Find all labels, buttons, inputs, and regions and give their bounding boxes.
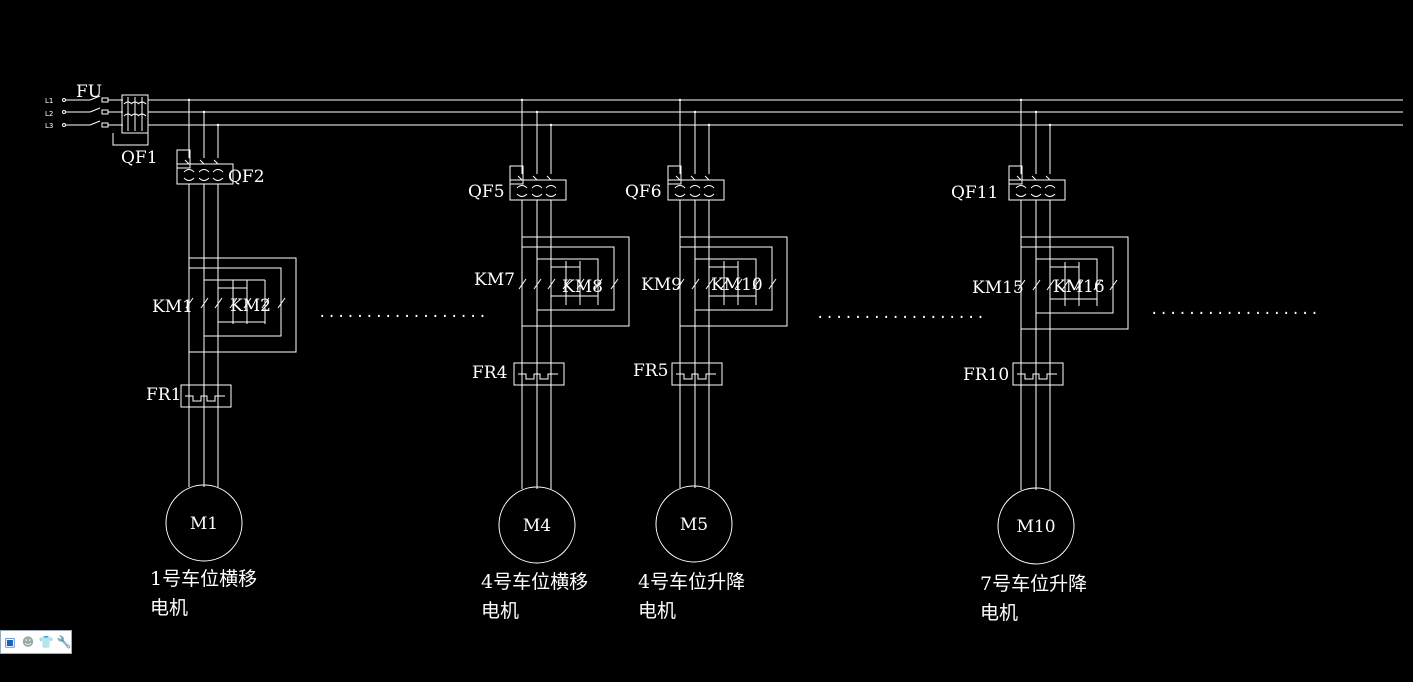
continuation-dots: .................. bbox=[1150, 302, 1320, 318]
motor-caption-line1: 7号车位升降 bbox=[980, 573, 1087, 595]
fuse-group bbox=[62, 95, 123, 128]
contactor-fwd-label: KM7 bbox=[474, 270, 515, 290]
wrench-icon[interactable]: 🔧 bbox=[56, 635, 72, 649]
branch-breaker bbox=[509, 165, 567, 201]
branch-thermal-relay bbox=[180, 384, 232, 408]
branch-contactors bbox=[676, 236, 788, 327]
breaker-label: QF11 bbox=[951, 183, 998, 203]
contactor-fwd-label: KM9 bbox=[641, 275, 682, 295]
contactor-rev-label: KM10 bbox=[711, 275, 763, 295]
breaker-label: QF6 bbox=[625, 182, 662, 202]
branch-3 bbox=[655, 98, 788, 563]
branch-breaker bbox=[667, 165, 725, 201]
contactor-rev-label: KM8 bbox=[562, 277, 603, 297]
branch-thermal-relay bbox=[513, 362, 565, 386]
contactor-rev-label: KM16 bbox=[1053, 277, 1105, 297]
phase-label-l3: L3 bbox=[45, 122, 53, 130]
continuation-dots: .................. bbox=[318, 305, 488, 321]
motor-symbol bbox=[655, 485, 733, 563]
motor-label: M5 bbox=[680, 515, 708, 535]
contactor-rev-label: KM2 bbox=[230, 296, 271, 316]
branch-4 bbox=[997, 98, 1129, 565]
thermal-relay-label: FR1 bbox=[146, 385, 181, 405]
motor-caption-line1: 4号车位横移 bbox=[481, 571, 588, 593]
motor-caption-line2: 电机 bbox=[638, 600, 676, 622]
fuse-label: FU bbox=[76, 82, 102, 102]
breaker-label: QF5 bbox=[468, 182, 505, 202]
motor-symbol bbox=[498, 486, 576, 564]
window-icon[interactable]: ▣ bbox=[4, 635, 16, 649]
thermal-relay-label: FR4 bbox=[472, 363, 507, 383]
motor-caption-line1: 4号车位升降 bbox=[638, 571, 745, 593]
motor-label: M4 bbox=[523, 516, 551, 536]
phase-label-l2: L2 bbox=[45, 110, 53, 118]
user-icon[interactable]: ☻ bbox=[21, 635, 35, 649]
motor-caption-line1: 1号车位横移 bbox=[150, 568, 257, 590]
branch-2 bbox=[498, 98, 630, 564]
thermal-relay-label: FR10 bbox=[963, 365, 1009, 385]
contactor-fwd-label: KM1 bbox=[152, 297, 193, 317]
main-breaker bbox=[112, 94, 149, 146]
breaker-label: QF2 bbox=[228, 167, 265, 187]
branch-breaker bbox=[176, 149, 234, 185]
motor-symbol bbox=[165, 484, 243, 562]
branch-contactors bbox=[518, 236, 630, 327]
branch-contactors bbox=[185, 257, 297, 353]
motor-symbol bbox=[997, 487, 1075, 565]
contactor-fwd-label: KM15 bbox=[972, 278, 1024, 298]
main-breaker-label: QF1 bbox=[121, 148, 158, 168]
motor-label: M10 bbox=[1016, 517, 1055, 537]
branch-breaker bbox=[1008, 165, 1066, 201]
branch-thermal-relay bbox=[1012, 362, 1064, 386]
shirt-icon[interactable]: 👕 bbox=[38, 635, 54, 649]
continuation-dots: .................. bbox=[816, 306, 986, 322]
phase-label-l1: L1 bbox=[45, 97, 53, 105]
motor-caption-line2: 电机 bbox=[481, 600, 519, 622]
branch-1 bbox=[165, 98, 297, 562]
branch-thermal-relay bbox=[671, 362, 723, 386]
floating-toolbar: ▣ ☻ 👕 🔧 bbox=[0, 630, 72, 654]
thermal-relay-label: FR5 bbox=[633, 361, 668, 381]
motor-label: M1 bbox=[190, 514, 218, 534]
branch-contactors bbox=[1017, 236, 1129, 330]
bus-bars bbox=[148, 99, 1403, 126]
motor-caption-line2: 电机 bbox=[980, 602, 1018, 624]
motor-caption-line2: 电机 bbox=[150, 597, 188, 619]
